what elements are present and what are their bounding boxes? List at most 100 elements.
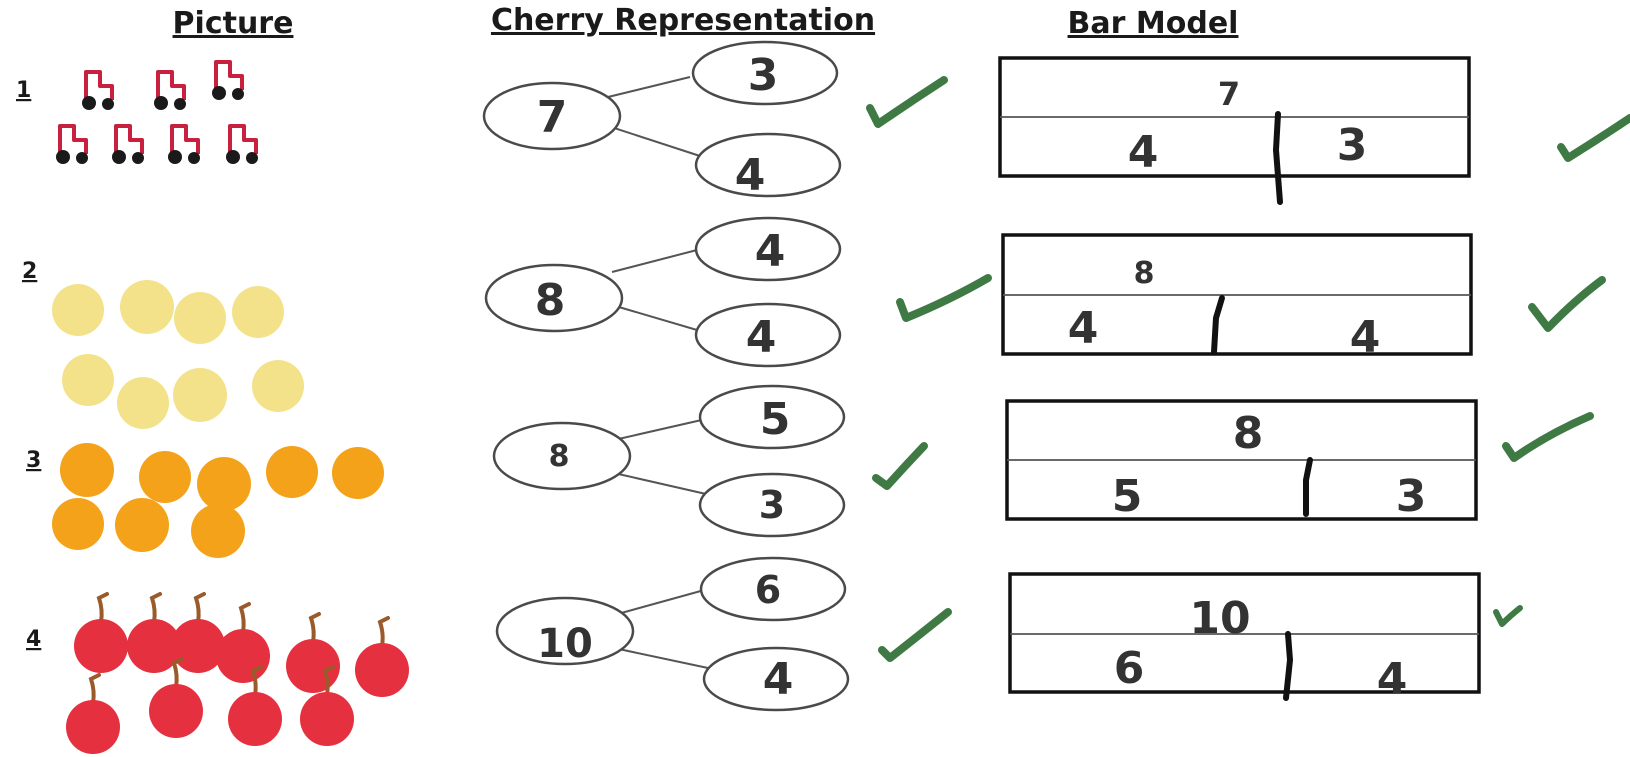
part-value: 4 bbox=[735, 150, 766, 201]
whole-oval bbox=[492, 421, 632, 491]
bar-split-mark bbox=[1303, 457, 1313, 517]
cherry-diagram-row-4: 10 6 4 bbox=[495, 556, 850, 712]
check-icon bbox=[1557, 114, 1630, 162]
yellow-dot bbox=[117, 377, 169, 429]
check-icon bbox=[1528, 276, 1606, 332]
part-oval bbox=[694, 132, 842, 198]
cherry-icon bbox=[171, 592, 225, 673]
train-icon bbox=[112, 124, 144, 164]
bar-model-row-4: 10 6 4 bbox=[1008, 572, 1481, 705]
header-picture: Picture bbox=[173, 6, 294, 41]
bar-model-row-3: 8 5 3 bbox=[1005, 399, 1478, 522]
bar-part-right: 4 bbox=[1377, 654, 1408, 705]
bar-part-right: 3 bbox=[1396, 471, 1427, 522]
whole-value: 8 bbox=[535, 275, 566, 326]
check-icon bbox=[878, 608, 952, 662]
yellow-dot bbox=[52, 284, 104, 336]
row-number: 3 bbox=[26, 448, 41, 473]
train-icon bbox=[154, 70, 186, 110]
bar-split-mark bbox=[1283, 631, 1294, 701]
bar-part-right: 3 bbox=[1337, 120, 1368, 171]
picture-row-2 bbox=[52, 280, 304, 429]
whole-oval bbox=[482, 81, 622, 151]
part-value: 3 bbox=[748, 50, 779, 101]
cherry-icon bbox=[300, 665, 354, 746]
bar-model-row-2: 8 4 4 bbox=[1001, 233, 1473, 363]
cherry-icon bbox=[66, 673, 120, 754]
bar-total: 7 bbox=[1218, 75, 1240, 113]
part-value: 4 bbox=[755, 226, 786, 277]
part-oval bbox=[699, 556, 847, 622]
cherry-icon bbox=[149, 657, 203, 738]
whole-value: 10 bbox=[537, 621, 593, 667]
orange-dot bbox=[266, 446, 318, 498]
yellow-dot bbox=[174, 292, 226, 344]
orange-dot bbox=[191, 504, 245, 558]
yellow-dot bbox=[173, 368, 227, 422]
part-oval bbox=[691, 40, 839, 106]
yellow-dot bbox=[62, 354, 114, 406]
whole-value: 7 bbox=[537, 92, 568, 143]
bar-outline bbox=[1008, 572, 1481, 694]
check-icon bbox=[1493, 605, 1523, 627]
bar-part-left: 6 bbox=[1114, 643, 1145, 694]
train-icon bbox=[226, 124, 258, 164]
whole-oval bbox=[495, 596, 635, 666]
row-number: 2 bbox=[22, 259, 37, 284]
train-icon bbox=[168, 124, 200, 164]
part-value: 6 bbox=[755, 568, 781, 612]
orange-dot bbox=[332, 447, 384, 499]
train-icon bbox=[212, 60, 244, 100]
check-marks bbox=[866, 76, 1630, 662]
bar-split-mark bbox=[1272, 111, 1283, 205]
orange-dot bbox=[115, 498, 169, 552]
cherry-icon bbox=[127, 592, 181, 673]
part-oval bbox=[694, 216, 842, 282]
check-icon bbox=[866, 76, 948, 128]
part-oval bbox=[702, 646, 850, 712]
bar-total: 8 bbox=[1134, 256, 1155, 291]
part-value: 4 bbox=[763, 654, 794, 705]
part-oval bbox=[698, 472, 846, 538]
whole-oval bbox=[484, 263, 624, 333]
yellow-dot bbox=[252, 360, 304, 412]
orange-dot bbox=[197, 457, 251, 511]
yellow-dot bbox=[232, 286, 284, 338]
row-number: 1 bbox=[16, 78, 31, 103]
train-icon bbox=[56, 124, 88, 164]
row-number: 4 bbox=[26, 627, 41, 652]
bar-model-row-1: 7 4 3 bbox=[998, 56, 1471, 205]
cherry-diagram-row-3: 8 5 3 bbox=[492, 384, 846, 538]
train-icon bbox=[82, 70, 114, 110]
cherry-icon bbox=[74, 592, 128, 673]
cherry-stems bbox=[607, 76, 709, 669]
cherry-diagram-row-2: 8 4 4 bbox=[484, 216, 842, 368]
bar-total: 8 bbox=[1233, 408, 1264, 459]
check-icon bbox=[896, 274, 992, 322]
cherry-icon bbox=[355, 616, 409, 697]
part-value: 5 bbox=[760, 394, 791, 445]
bar-split-mark bbox=[1211, 295, 1225, 355]
orange-dot bbox=[52, 498, 104, 550]
part-value: 4 bbox=[746, 312, 777, 363]
cherry-diagram-row-1: 7 3 4 bbox=[482, 40, 842, 201]
bar-part-left: 4 bbox=[1128, 127, 1159, 178]
part-oval bbox=[698, 384, 846, 450]
header-bar-model: Bar Model bbox=[1068, 6, 1239, 41]
cherry-icon bbox=[216, 602, 270, 683]
picture-row-1 bbox=[56, 60, 258, 164]
check-icon bbox=[1502, 412, 1594, 462]
bar-total: 10 bbox=[1189, 593, 1250, 644]
orange-dot bbox=[60, 443, 114, 497]
yellow-dot bbox=[120, 280, 174, 334]
part-value: 3 bbox=[759, 483, 785, 527]
cherry-icon bbox=[286, 612, 340, 693]
whole-value: 8 bbox=[549, 439, 570, 474]
part-oval bbox=[694, 302, 842, 368]
bar-part-left: 4 bbox=[1068, 303, 1099, 354]
header-cherry-representation: Cherry Representation bbox=[491, 3, 875, 38]
picture-row-4 bbox=[66, 592, 409, 754]
bar-part-left: 5 bbox=[1112, 471, 1143, 522]
bar-part-right: 4 bbox=[1350, 312, 1381, 363]
